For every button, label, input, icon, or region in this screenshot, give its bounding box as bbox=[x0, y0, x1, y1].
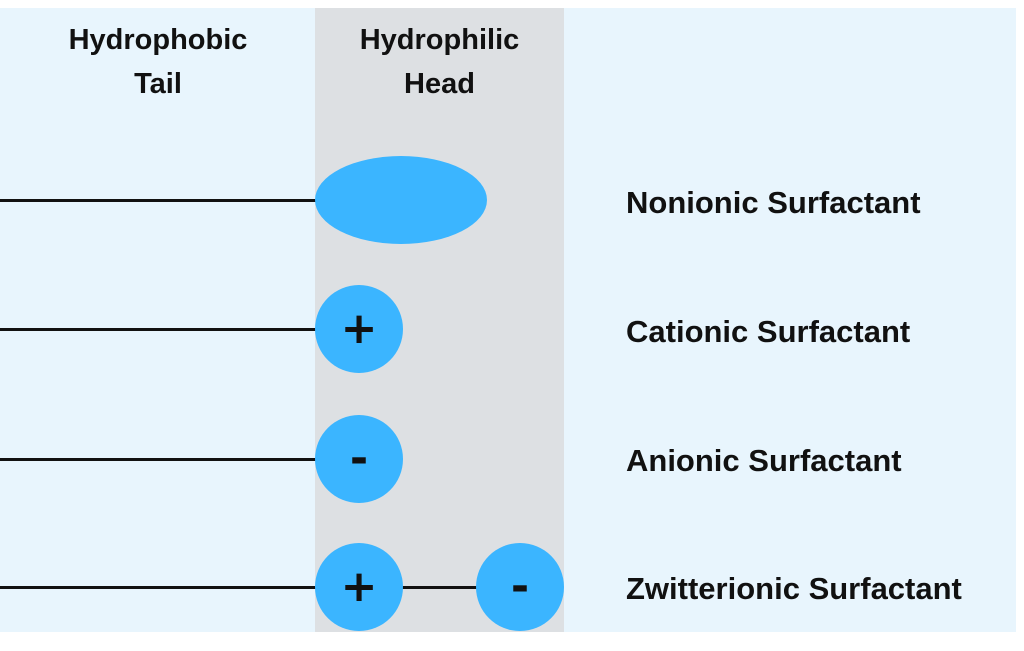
anionic-surfactant-label: Anionic Surfactant bbox=[626, 443, 902, 478]
hydrophobic-tail-header: Hydrophobic Tail bbox=[68, 24, 248, 100]
cationic-surfactant-label: Cationic Surfactant bbox=[626, 314, 911, 349]
diagram-canvas: Hydrophobic Tail Hydrophilic Head Nonion… bbox=[0, 8, 1016, 632]
hydrophilic-head-header: Hydrophilic Head bbox=[359, 24, 520, 100]
zwitterionic-bridge-line bbox=[400, 586, 480, 589]
zwitterionic-head-plus: + bbox=[315, 543, 403, 631]
anionic-tail-line bbox=[0, 458, 320, 461]
zwitterionic-tail-line bbox=[0, 586, 320, 589]
nonionic-surfactant-label: Nonionic Surfactant bbox=[626, 185, 921, 220]
cationic-tail-line bbox=[0, 328, 320, 331]
nonionic-head-ellipse bbox=[315, 156, 487, 244]
cationic-head-plus: + bbox=[315, 285, 403, 373]
anionic-head-minus: - bbox=[315, 415, 403, 503]
zwitterionic-head-minus: - bbox=[476, 543, 564, 631]
nonionic-tail-line bbox=[0, 199, 320, 202]
zwitterionic-surfactant-label: Zwitterionic Surfactant bbox=[626, 571, 962, 606]
